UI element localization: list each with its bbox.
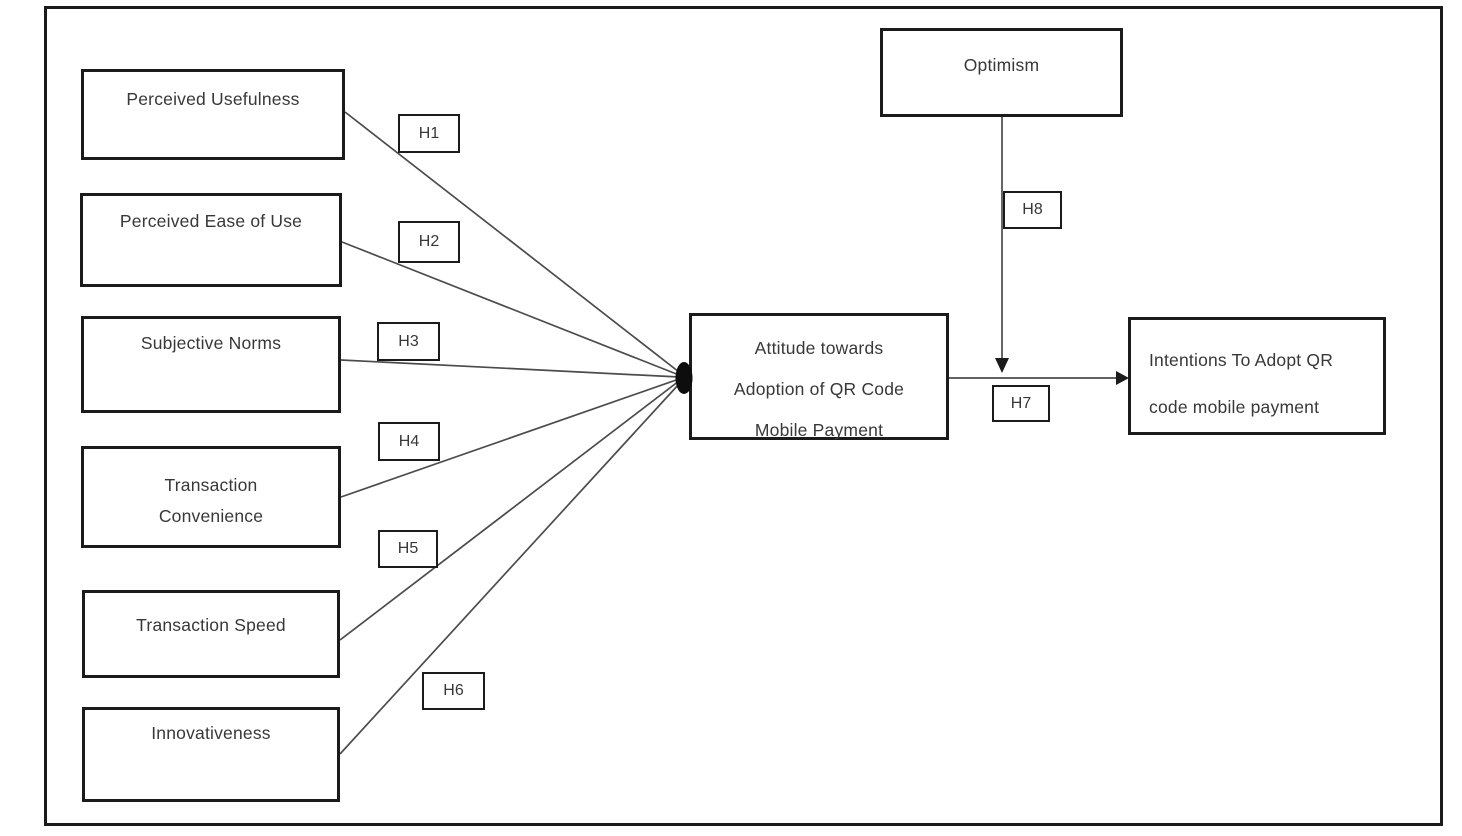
node-label: Transaction Speed: [136, 615, 286, 635]
node-transaction-convenience: Transaction Convenience: [81, 446, 341, 548]
node-label-line1: Intentions To Adopt QR: [1149, 350, 1334, 370]
node-perceived-ease-of-use: Perceived Ease of Use: [80, 193, 342, 287]
arrow-h6-line: [339, 383, 680, 755]
hypothesis-text: H2: [418, 233, 440, 250]
node-subjective-norms: Subjective Norms: [81, 316, 341, 413]
node-label-line1: Attitude towards: [754, 338, 884, 358]
node-label-line2: Convenience: [158, 506, 264, 526]
arrow-h2-line: [341, 241, 680, 376]
node-transaction-speed: Transaction Speed: [82, 590, 340, 678]
node-label: Perceived Usefulness: [126, 89, 300, 109]
node-label-line3: Mobile Payment: [754, 420, 884, 440]
hypothesis-text: H4: [398, 432, 420, 450]
hypothesis-label-h5: H5: [378, 530, 438, 568]
arrow-h4-line: [340, 378, 680, 498]
node-perceived-usefulness: Perceived Usefulness: [81, 69, 345, 160]
node-label: Subjective Norms: [140, 333, 282, 353]
node-label-line2: code mobile payment: [1149, 397, 1320, 417]
node-label-line2: Adoption of QR Code: [733, 379, 905, 399]
hypothesis-text: H7: [1010, 394, 1032, 412]
hypothesis-label-h7: H7: [992, 385, 1050, 422]
arrow-h5-line: [339, 380, 680, 641]
node-innovativeness: Innovativeness: [82, 707, 340, 802]
node-label: Perceived Ease of Use: [119, 211, 303, 231]
node-label: Optimism: [963, 55, 1040, 75]
hypothesis-label-h1: H1: [398, 114, 460, 153]
hypothesis-text: H8: [1022, 201, 1043, 218]
arrow-h1-line: [344, 111, 680, 373]
hypothesis-label-h4: H4: [378, 422, 440, 461]
node-attitude: Attitude towards Adoption of QR Code Mob…: [689, 313, 949, 440]
hypothesis-label-h2: H2: [398, 221, 460, 263]
hypothesis-label-h3: H3: [377, 322, 440, 361]
node-label: Innovativeness: [151, 723, 271, 743]
arrow-h3-line: [340, 359, 680, 378]
node-label-line1: Transaction: [164, 475, 258, 495]
hypothesis-text: H3: [398, 332, 419, 350]
node-optimism: Optimism: [880, 28, 1123, 117]
diagram-outer-frame: [44, 6, 1443, 826]
hypothesis-text: H5: [397, 540, 419, 557]
hypothesis-text: H6: [443, 682, 464, 699]
hypothesis-label-h6: H6: [422, 672, 485, 710]
hypothesis-text: H1: [418, 124, 440, 142]
node-intentions: Intentions To Adopt QR code mobile payme…: [1128, 317, 1386, 435]
hypothesis-label-h8: H8: [1003, 191, 1062, 229]
